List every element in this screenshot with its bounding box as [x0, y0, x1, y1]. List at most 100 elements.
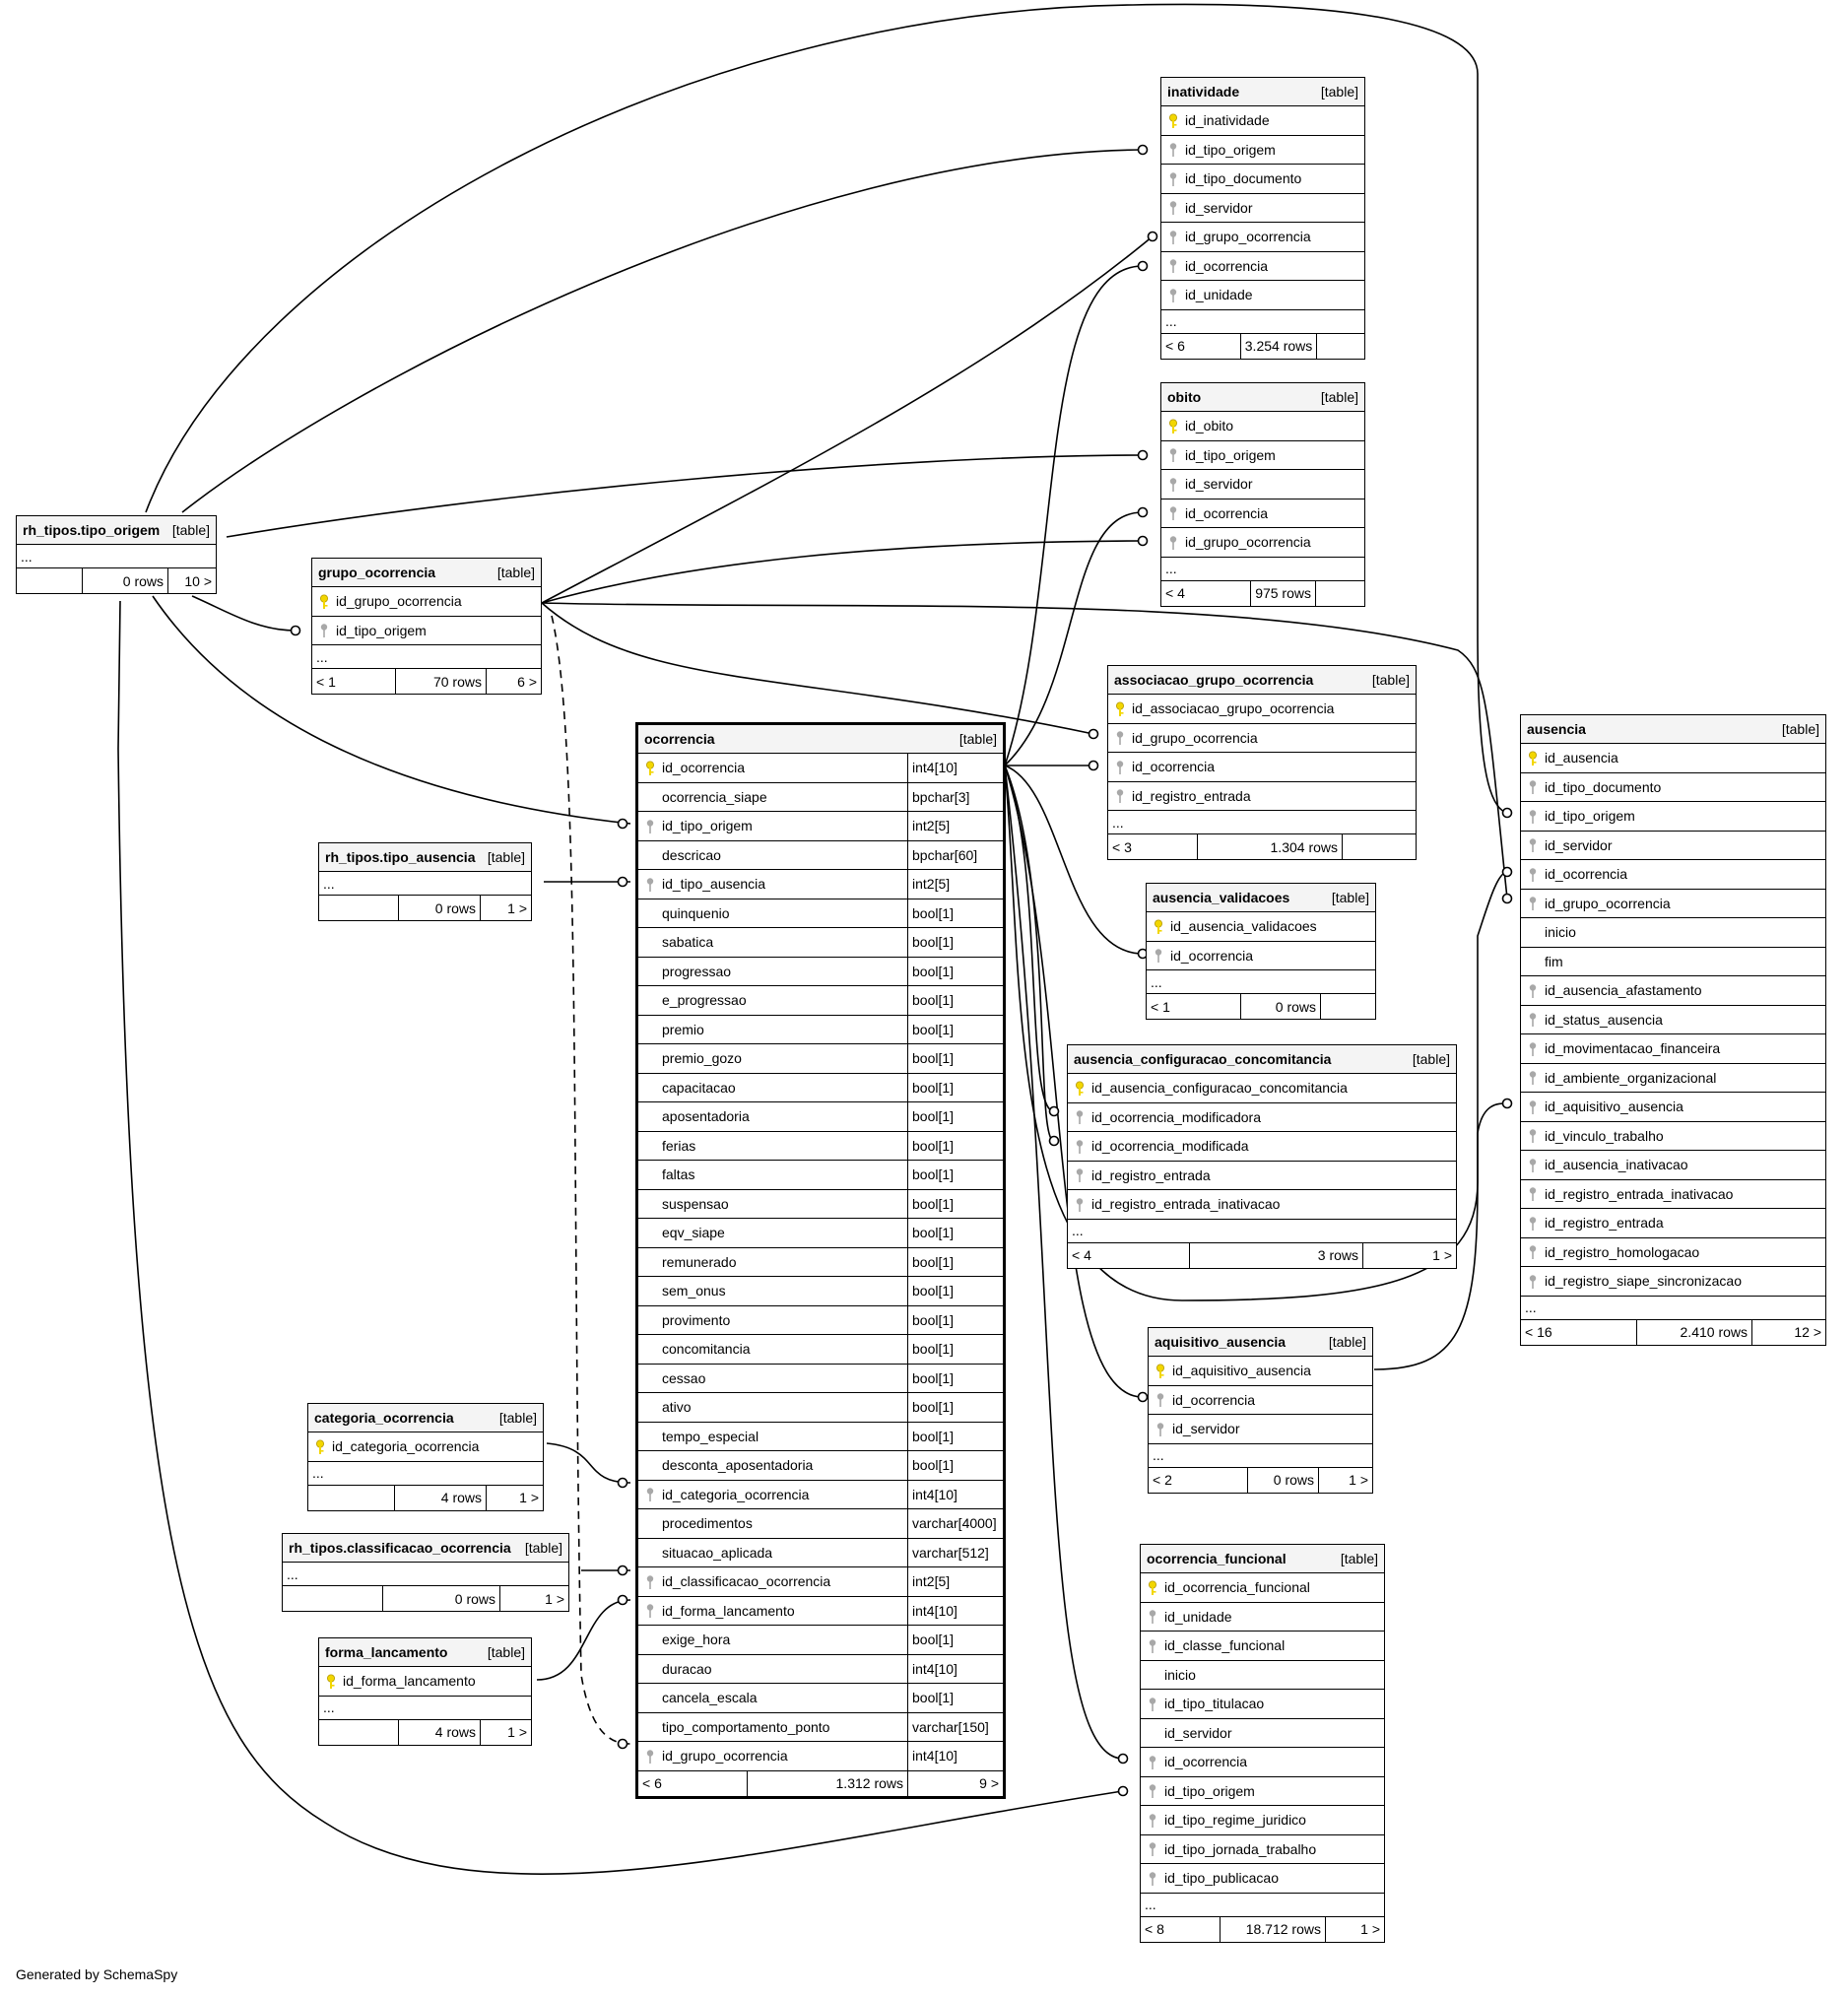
table-name[interactable]: ocorrencia_funcional [1147, 1551, 1287, 1566]
column-row[interactable]: id_ocorrencia [1161, 500, 1364, 528]
column-row[interactable]: id_status_ausencia [1521, 1006, 1825, 1034]
table-name[interactable]: rh_tipos.classificacao_ocorrencia [289, 1540, 511, 1556]
column-row[interactable]: id_servidor [1149, 1415, 1372, 1444]
column-row[interactable]: id_tipo_origem [1521, 802, 1825, 832]
column-row[interactable]: id_tipo_origem [312, 617, 541, 645]
parents-count[interactable]: < 16 [1525, 1324, 1552, 1340]
column-row[interactable]: id_ausencia_afastamento [1521, 976, 1825, 1006]
children-count[interactable] [1315, 580, 1364, 606]
parents-count[interactable] [283, 1586, 382, 1611]
column-row[interactable]: id_registro_entrada_inativacao [1521, 1180, 1825, 1209]
column-row[interactable]: id_registro_entrada [1068, 1162, 1456, 1190]
children-count[interactable]: 6 > [486, 669, 541, 694]
column-row[interactable]: id_ausencia_configuracao_concomitancia [1068, 1074, 1456, 1103]
children-count[interactable] [1320, 994, 1375, 1019]
table-name[interactable]: rh_tipos.tipo_origem [23, 522, 161, 538]
column-row[interactable]: id_tipo_jornada_trabalho [1141, 1835, 1384, 1864]
column-row[interactable]: id_obito [1161, 412, 1364, 441]
column-row[interactable]: id_tipo_origem [1141, 1777, 1384, 1806]
table-name[interactable]: inatividade [1167, 84, 1240, 100]
column-row[interactable]: id_ocorrencia [1149, 1386, 1372, 1415]
column-row[interactable]: id_ocorrencia [1108, 753, 1416, 782]
column-row[interactable]: id_ocorrencia [1147, 942, 1375, 970]
children-count[interactable]: 1 > [1318, 1467, 1372, 1493]
column-row[interactable]: id_tipo_origem [1161, 441, 1364, 470]
column-row[interactable]: id_ocorrencia [1161, 252, 1364, 281]
parents-count[interactable]: < 8 [1145, 1921, 1164, 1937]
children-count[interactable]: 1 > [480, 896, 531, 920]
column-row[interactable]: id_ambiente_organizacional [1521, 1064, 1825, 1093]
children-count[interactable]: 9 > [907, 1770, 1003, 1796]
table-name[interactable]: obito [1167, 389, 1202, 405]
children-count[interactable]: 1 > [1362, 1242, 1456, 1268]
column-row[interactable]: id_tipo_documento [1161, 165, 1364, 194]
parents-count[interactable]: < 3 [1112, 838, 1132, 855]
parents-count[interactable]: < 1 [1151, 998, 1170, 1015]
column-row[interactable]: id_classe_funcional [1141, 1632, 1384, 1661]
column-row[interactable]: inicio [1141, 1661, 1384, 1690]
column-row[interactable]: id_servidor [1141, 1719, 1384, 1748]
column-row[interactable]: id_ocorrencia_modificadora [1068, 1103, 1456, 1132]
column-row[interactable]: id_registro_siape_sincronizacao [1521, 1267, 1825, 1297]
children-count[interactable] [1342, 834, 1416, 859]
table-name[interactable]: ocorrencia [644, 731, 715, 747]
table-name[interactable]: forma_lancamento [325, 1644, 448, 1660]
column-row[interactable]: id_registro_homologacao [1521, 1238, 1825, 1267]
children-count[interactable]: 10 > [167, 568, 216, 593]
table-name[interactable]: ausencia_validacoes [1153, 890, 1290, 905]
column-row[interactable]: id_ausencia [1521, 744, 1825, 773]
column-row[interactable]: id_unidade [1141, 1603, 1384, 1632]
column-row[interactable]: id_ocorrencia_modificada [1068, 1132, 1456, 1162]
column-row[interactable]: id_tipo_titulacao [1141, 1690, 1384, 1719]
parents-count[interactable]: < 1 [316, 673, 336, 690]
column-row[interactable]: id_ausencia_inativacao [1521, 1151, 1825, 1180]
parents-count[interactable] [17, 568, 82, 593]
column-row[interactable]: id_ocorrencia [1521, 860, 1825, 890]
column-row[interactable]: id_inatividade [1161, 106, 1364, 136]
table-name[interactable]: rh_tipos.tipo_ausencia [325, 849, 476, 865]
column-row[interactable]: id_vinculo_trabalho [1521, 1122, 1825, 1151]
column-row[interactable]: id_registro_entrada_inativacao [1068, 1190, 1456, 1220]
column-row[interactable]: id_grupo_ocorrencia [1161, 528, 1364, 558]
column-row[interactable]: id_servidor [1521, 832, 1825, 860]
children-count[interactable]: 1 > [1325, 1916, 1384, 1942]
column-row[interactable]: id_ocorrencia_funcional [1141, 1573, 1384, 1603]
column-row[interactable]: id_grupo_ocorrencia [1108, 724, 1416, 753]
column-row[interactable]: id_tipo_origem [1161, 136, 1364, 165]
table-name[interactable]: associacao_grupo_ocorrencia [1114, 672, 1314, 688]
column-row[interactable]: id_tipo_regime_juridico [1141, 1806, 1384, 1835]
parents-count[interactable] [308, 1486, 394, 1510]
column-row[interactable]: fim [1521, 948, 1825, 976]
column-row[interactable]: id_tipo_publicacao [1141, 1864, 1384, 1894]
column-row[interactable]: id_aquisitivo_ausencia [1149, 1357, 1372, 1386]
column-row[interactable]: id_tipo_documento [1521, 773, 1825, 802]
column-row[interactable]: id_grupo_ocorrencia [312, 587, 541, 617]
column-row[interactable]: id_aquisitivo_ausencia [1521, 1093, 1825, 1122]
parents-count[interactable]: < 6 [642, 1775, 662, 1791]
